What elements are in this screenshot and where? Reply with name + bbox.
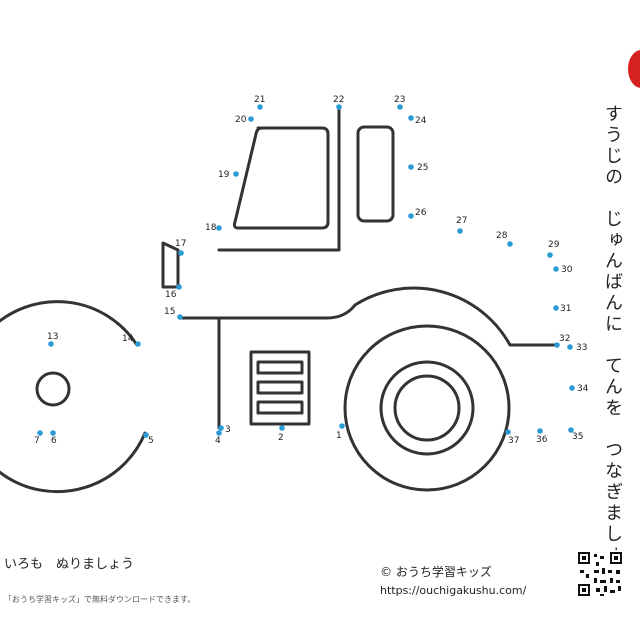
dot-label-24: 24 bbox=[415, 116, 427, 126]
dot-label-28: 28 bbox=[496, 231, 508, 241]
dot-label-4: 4 bbox=[215, 436, 221, 446]
dot-31[interactable] bbox=[553, 305, 559, 311]
grille-slat-2 bbox=[256, 380, 304, 395]
dot-22[interactable] bbox=[336, 104, 342, 110]
dot-label-20: 20 bbox=[235, 115, 247, 125]
dot-label-29: 29 bbox=[548, 240, 560, 250]
dot-label-16: 16 bbox=[165, 290, 177, 300]
roller-outline bbox=[0, 300, 147, 494]
dot-label-14: 14 bbox=[122, 334, 134, 344]
dot-30[interactable] bbox=[553, 266, 559, 272]
dot-6[interactable] bbox=[50, 430, 56, 436]
red-circle-icon bbox=[628, 50, 640, 88]
dot-3[interactable] bbox=[218, 425, 224, 431]
dot-4[interactable] bbox=[216, 430, 222, 436]
copyright-text: © おうち学習キッズ bbox=[380, 565, 492, 579]
dot-label-25: 25 bbox=[417, 163, 428, 173]
dot-28[interactable] bbox=[507, 241, 513, 247]
cab-frame bbox=[217, 106, 341, 252]
dot-label-30: 30 bbox=[561, 265, 573, 275]
dot-label-3: 3 bbox=[225, 425, 231, 435]
dot-label-5: 5 bbox=[148, 436, 154, 446]
dot-label-22: 22 bbox=[333, 95, 344, 105]
dot-label-31: 31 bbox=[560, 304, 571, 314]
dot-16[interactable] bbox=[176, 284, 182, 290]
dot-17[interactable] bbox=[178, 250, 184, 256]
dot-label-2: 2 bbox=[278, 433, 284, 443]
fine-print: 「おうち学習キッズ」で無料ダウンロードできます。 bbox=[4, 595, 196, 604]
roller-hub bbox=[35, 371, 71, 407]
dot-15[interactable] bbox=[177, 314, 183, 320]
grille-slat-3 bbox=[256, 400, 304, 415]
dot-label-17: 17 bbox=[175, 239, 186, 249]
dot-36[interactable] bbox=[537, 428, 543, 434]
dot-label-15: 15 bbox=[164, 307, 175, 317]
dot-32[interactable] bbox=[554, 342, 560, 348]
exhaust-pipe bbox=[161, 241, 180, 289]
dot-29[interactable] bbox=[547, 252, 553, 258]
dot-18[interactable] bbox=[216, 225, 222, 231]
dot-label-36: 36 bbox=[536, 435, 548, 445]
dot-label-27: 27 bbox=[456, 216, 467, 226]
site-url[interactable]: https://ouchigakushu.com/ bbox=[380, 584, 527, 597]
dot-13[interactable] bbox=[48, 341, 54, 347]
dot-label-19: 19 bbox=[218, 170, 230, 180]
grille-frame bbox=[249, 350, 311, 426]
dot-label-23: 23 bbox=[394, 95, 405, 105]
dot-label-33: 33 bbox=[576, 343, 587, 353]
color-instruction: いろも ぬりましょう bbox=[4, 557, 135, 572]
dot-26[interactable] bbox=[408, 213, 414, 219]
instruction-text: すうじの じゅんばんに てんを つなぎましょう。 bbox=[602, 104, 623, 608]
dot-label-21: 21 bbox=[254, 95, 265, 105]
dot-label-32: 32 bbox=[559, 334, 570, 344]
dot-14[interactable] bbox=[135, 341, 141, 347]
rear-fender bbox=[325, 286, 557, 347]
dot-25[interactable] bbox=[408, 164, 414, 170]
dot-1[interactable] bbox=[339, 423, 345, 429]
grille-slat-1 bbox=[256, 360, 304, 375]
dot-label-13: 13 bbox=[47, 332, 58, 342]
dot-2[interactable] bbox=[279, 425, 285, 431]
dot-37[interactable] bbox=[505, 429, 511, 435]
dot-5[interactable] bbox=[143, 432, 149, 438]
dot-label-7: 7 bbox=[34, 436, 40, 446]
dot-label-37: 37 bbox=[508, 436, 519, 446]
dot-33[interactable] bbox=[567, 344, 573, 350]
cab-window-left bbox=[232, 126, 330, 230]
dot-label-6: 6 bbox=[51, 436, 57, 446]
dot-label-34: 34 bbox=[577, 384, 589, 394]
dot-35[interactable] bbox=[568, 427, 574, 433]
dot-24[interactable] bbox=[408, 115, 414, 121]
dot-label-35: 35 bbox=[572, 432, 583, 442]
rear-wheel-mid bbox=[379, 360, 475, 456]
dot-7[interactable] bbox=[37, 430, 43, 436]
dot-label-1: 1 bbox=[336, 431, 342, 441]
qr-code-icon[interactable] bbox=[576, 550, 624, 598]
dot-23[interactable] bbox=[397, 104, 403, 110]
dot-label-26: 26 bbox=[415, 208, 427, 218]
dot-34[interactable] bbox=[569, 385, 575, 391]
dot-20[interactable] bbox=[248, 116, 254, 122]
cab-window-right bbox=[356, 125, 395, 223]
dot-27[interactable] bbox=[457, 228, 463, 234]
dot-19[interactable] bbox=[233, 171, 239, 177]
dot-21[interactable] bbox=[257, 104, 263, 110]
rear-wheel-inner bbox=[393, 374, 461, 442]
dot-label-18: 18 bbox=[205, 223, 217, 233]
rear-wheel-outer bbox=[343, 324, 511, 492]
